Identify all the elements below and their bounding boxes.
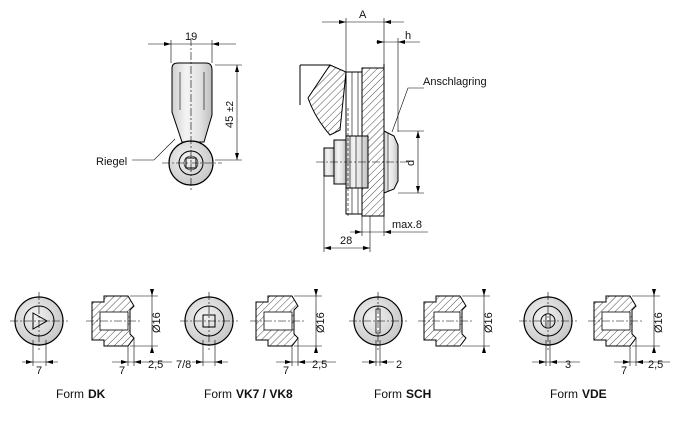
form-vk-dim-right: 7 (283, 365, 289, 377)
dim-d-label: d (405, 160, 417, 166)
dimension-max-8: max.8 (350, 216, 428, 236)
anschlagring-label: Anschlagring (423, 76, 487, 88)
form-vk-key-dim: 7/8 (176, 359, 191, 371)
dim-h-label: h (405, 30, 411, 42)
riegel-label: Riegel (96, 156, 127, 168)
form-vk-dia: Ø16 (315, 312, 327, 333)
dim-a-label: A (359, 9, 367, 21)
lever-front-view (132, 38, 222, 190)
depth-label: 28 (340, 235, 352, 247)
form-sch-dia: Ø16 (483, 312, 495, 333)
form-vk-code: VK7 / VK8 (236, 387, 293, 401)
form-vk7-vk8: 7/8 7 2,5 Ø16 Form VK7 / VK8 (176, 289, 336, 401)
lever-height-label: 45 (224, 116, 236, 128)
dimension-28: 28 (323, 176, 371, 252)
form-sch-prefix: Form (374, 387, 402, 401)
form-vde-ring: 2,5 (648, 359, 663, 371)
lever-height-dimension: 45 ±2 (215, 64, 242, 161)
lever-height-tolerance: ±2 (225, 101, 236, 112)
form-vde-dia: Ø16 (653, 312, 665, 333)
form-vde: 3 7 2,5 Ø16 Form VDE (519, 289, 670, 401)
form-dk-dia: Ø16 (151, 312, 163, 333)
form-dk-ring: 2,5 (148, 359, 163, 371)
form-sch: 2 Ø16 Form SCH (349, 289, 495, 401)
max-thickness-label: max.8 (392, 219, 422, 231)
form-vde-dim-right: 7 (621, 365, 627, 377)
form-dk-dim-right: 7 (119, 365, 125, 377)
dimension-h: h (376, 30, 420, 132)
form-vde-key-dim: 3 (565, 359, 571, 371)
form-vk-ring: 2,5 (312, 359, 327, 371)
lock-side-section (299, 64, 424, 217)
dimension-a: A (322, 9, 404, 72)
form-sch-code: SCH (406, 387, 431, 401)
lever-width-dimension: 19 (148, 31, 236, 63)
form-dk-code: DK (88, 387, 106, 401)
form-vde-code: VDE (582, 387, 607, 401)
form-sch-key-dim: 2 (396, 359, 402, 371)
dimension-d: d (398, 130, 424, 194)
form-vk-prefix: Form (204, 387, 232, 401)
lever-width-label: 19 (185, 31, 197, 43)
form-dk-prefix: Form (56, 387, 84, 401)
form-dk: 7 7 2,5 Ø16 Form DK (10, 289, 172, 401)
form-vde-prefix: Form (550, 387, 578, 401)
form-dk-key-dim: 7 (36, 365, 42, 377)
